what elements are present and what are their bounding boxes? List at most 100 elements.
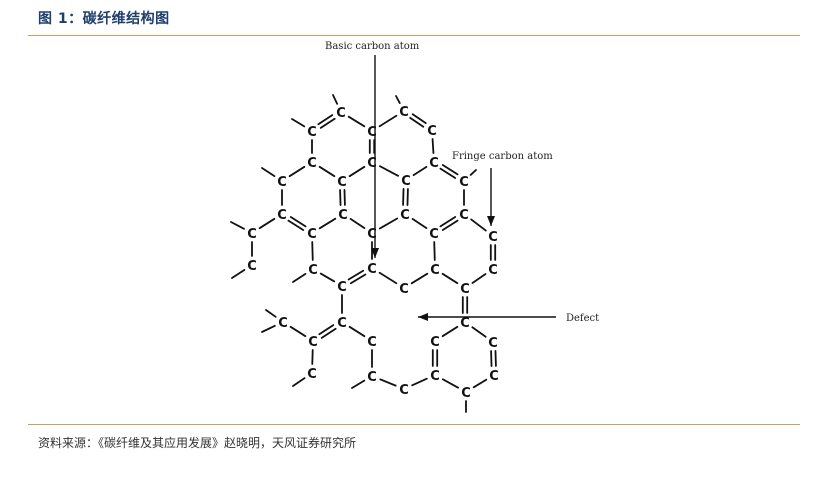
atom-background (337, 208, 349, 220)
carbon-atom: C (430, 335, 440, 350)
bond (317, 114, 334, 126)
atom-background (366, 335, 378, 347)
bond (230, 221, 245, 230)
atom-background (366, 262, 378, 274)
carbon-atom: C (400, 208, 410, 223)
carbon-atom: C (367, 156, 377, 171)
bond (410, 272, 429, 285)
bond (311, 241, 314, 261)
top-rule (28, 35, 800, 36)
atom-background (366, 370, 378, 382)
atom-background (335, 106, 347, 118)
bond (441, 272, 459, 285)
carbon-atom: C (427, 124, 437, 139)
atom-background (429, 335, 441, 347)
carbon-atom: C (336, 106, 346, 121)
atom-background (307, 335, 319, 347)
bond (292, 273, 307, 283)
carbon-atom: C (307, 367, 317, 382)
bond (349, 218, 366, 229)
bond (347, 115, 366, 128)
bond (292, 377, 306, 387)
atom-background (487, 230, 499, 242)
carbon-atom: C (367, 262, 377, 277)
carbon-atom: C (399, 282, 409, 297)
carbon-atom: C (277, 175, 287, 190)
bond (441, 219, 459, 231)
atom-background (277, 316, 289, 328)
atom-background (459, 282, 471, 294)
bond (379, 165, 399, 177)
carbon-atom: C (459, 208, 469, 223)
carbon-atom: C (308, 263, 318, 278)
bond (411, 377, 428, 387)
carbon-atom: C (367, 227, 377, 242)
carbon-atom: C (460, 316, 470, 331)
carbon-atom: C (277, 208, 287, 223)
carbon-atom: C (367, 335, 377, 350)
carbon-atom: C (461, 386, 471, 401)
bond (319, 272, 336, 283)
bond (231, 269, 246, 279)
atom-background (429, 369, 441, 381)
atom-background (428, 156, 440, 168)
carbon-atom: C (459, 175, 469, 190)
bond (348, 325, 366, 338)
arrow-basic-carbon-atom-head (371, 248, 379, 258)
atom-background (460, 386, 472, 398)
carbon-atom: C (247, 259, 257, 274)
carbon-atom: C (308, 335, 318, 350)
carbon-atom: C (307, 156, 317, 171)
atom-background (426, 124, 438, 136)
atom-background (487, 263, 499, 275)
arrow-fringe-carbon-atom-head (487, 216, 495, 226)
atom-background (276, 208, 288, 220)
bond (469, 169, 477, 176)
bond (348, 165, 366, 178)
atom-background (306, 227, 318, 239)
carbon-atom: C (401, 174, 411, 189)
bond (439, 216, 457, 228)
bond (471, 326, 487, 338)
label-fringe-carbon-atom: Fringe carbon atom (452, 151, 553, 162)
bond (395, 95, 401, 104)
arrow-layer (371, 55, 556, 321)
carbon-atom: C (367, 370, 377, 385)
atom-background (307, 263, 319, 275)
atom-background (246, 227, 258, 239)
carbon-atom: C (488, 230, 498, 245)
carbon-atom: C (307, 227, 317, 242)
bond (318, 165, 336, 178)
atom-background (336, 280, 348, 292)
carbon-atom: C (489, 369, 499, 384)
bond-layer (230, 94, 497, 413)
atom-background (306, 156, 318, 168)
bond (258, 217, 276, 230)
atom-background (458, 175, 470, 187)
atom-background (488, 369, 500, 381)
bond (291, 118, 306, 128)
atom-background (458, 208, 470, 220)
bond (347, 269, 365, 281)
carbon-atom: C (337, 280, 347, 295)
bond (288, 165, 306, 178)
bond (332, 94, 339, 105)
bond (318, 217, 337, 230)
bond (261, 324, 276, 333)
carbon-atom: C (488, 336, 498, 351)
bond (409, 116, 425, 128)
carbon-atom: C (430, 263, 440, 278)
carbon-atom: C (337, 175, 347, 190)
bond (378, 114, 398, 128)
carbon-atom: C (307, 125, 317, 140)
atom-background (459, 316, 471, 328)
bond (412, 165, 428, 177)
bond (441, 325, 459, 338)
atom-background (399, 208, 411, 220)
atom-background (336, 316, 348, 328)
bond (471, 273, 487, 284)
bond (265, 309, 277, 318)
atom-background (276, 175, 288, 187)
